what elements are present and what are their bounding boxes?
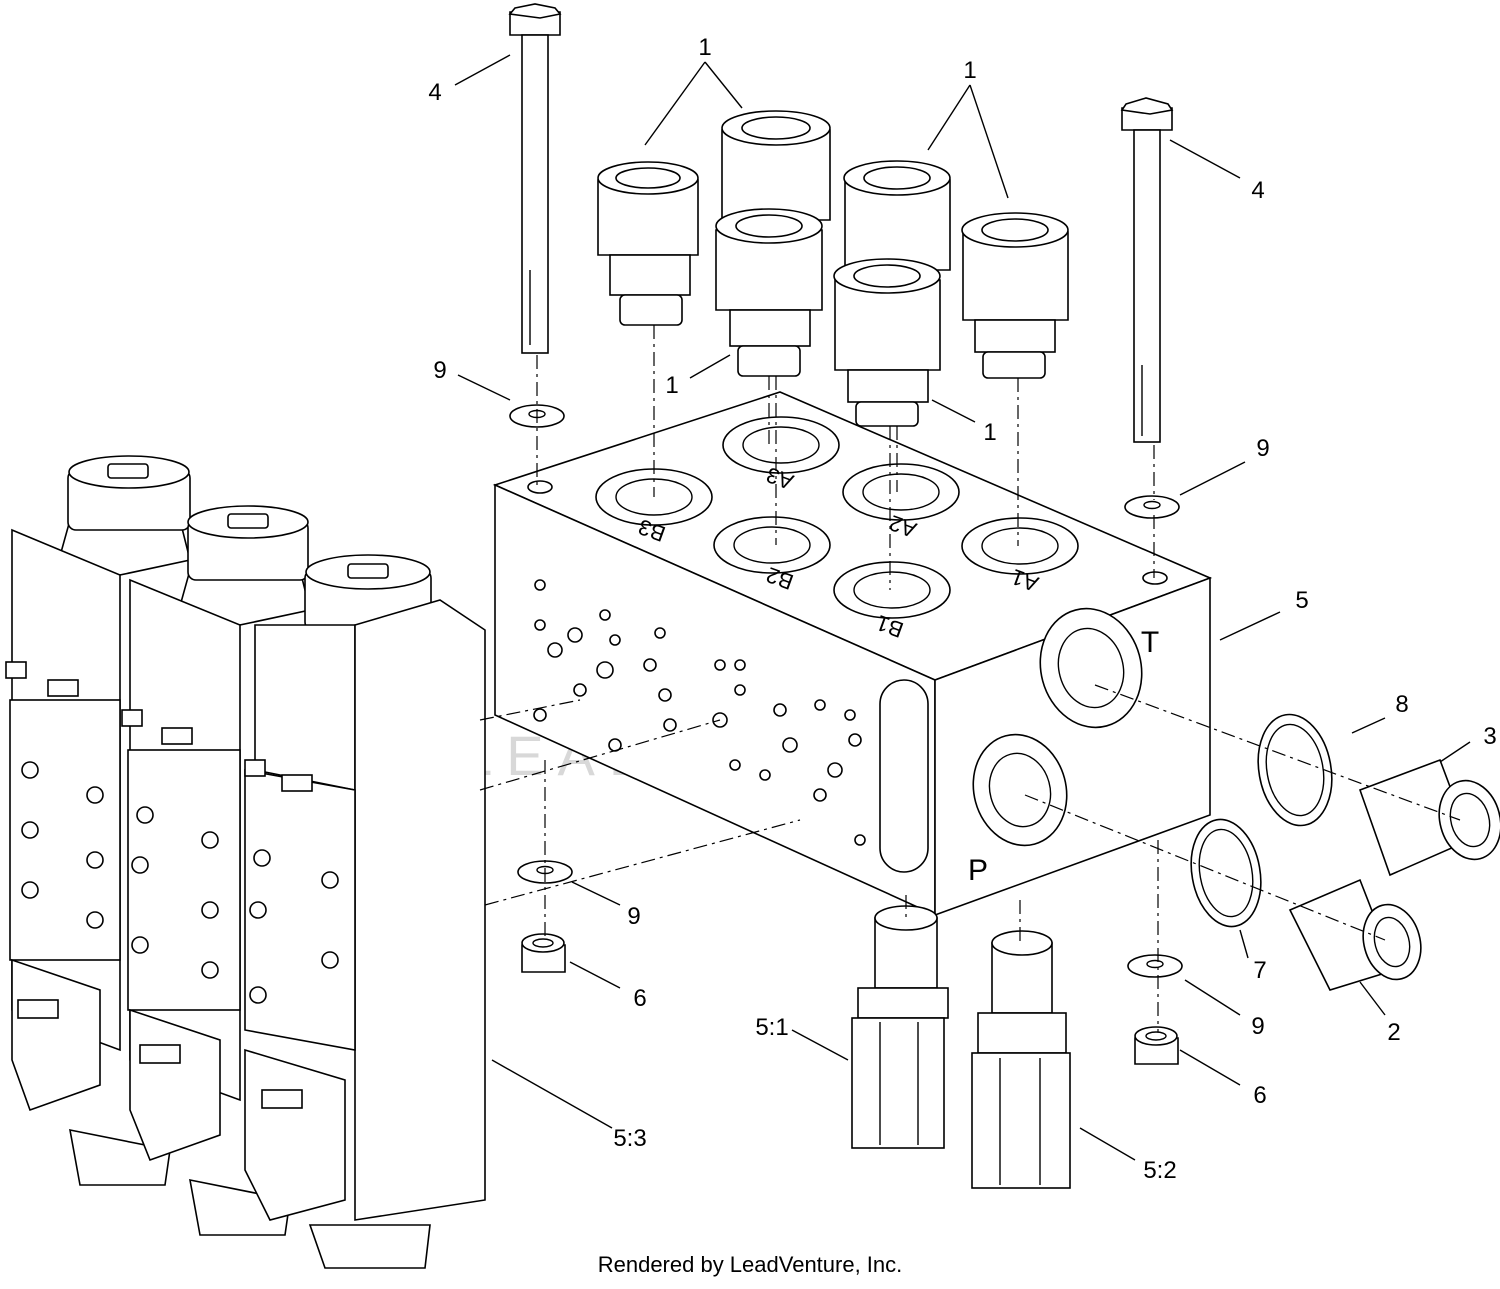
callout-1-mid-left: 1 [665, 372, 678, 399]
callout-2: 2 [1387, 1019, 1400, 1046]
solenoid-middle [121, 505, 311, 1236]
fitting-a3 [721, 110, 831, 221]
o-ring-8 [1257, 713, 1333, 827]
manifold-block [492, 391, 1213, 917]
callout-5-2: 5:2 [1143, 1157, 1176, 1184]
callout-9-top-left: 9 [433, 357, 446, 384]
cartridge-5-2 [971, 930, 1071, 1189]
callout-6-left: 6 [633, 985, 646, 1012]
callout-1-mid-right: 1 [983, 419, 996, 446]
washer-top-right [1124, 495, 1180, 519]
callout-4-left: 4 [428, 79, 441, 106]
callout-7: 7 [1253, 957, 1266, 984]
nut-right [1134, 1026, 1179, 1065]
callout-3: 3 [1483, 723, 1496, 750]
solenoid-valve-stack [5, 455, 486, 1269]
assembly-centerlines [479, 325, 1461, 1032]
fitting-b1 [833, 258, 941, 427]
port-label-t: T [1141, 626, 1159, 659]
fitting-a2 [843, 160, 951, 271]
fitting-3 [1358, 758, 1500, 877]
bolt-left [508, 3, 562, 354]
callout-6-right: 6 [1253, 1082, 1266, 1109]
port-label-p: P [968, 854, 988, 887]
bolt-right [1120, 97, 1174, 443]
callout-labels: 1 1 1 1 4 4 9 9 5 8 3 9 6 7 2 9 6 5:1 5:… [428, 34, 1496, 1184]
o-ring-7 [1190, 818, 1262, 928]
callout-9-bottom-right: 9 [1251, 1013, 1264, 1040]
nut-left [521, 933, 566, 973]
solenoid-front [244, 554, 486, 1269]
fitting-b2 [715, 208, 823, 377]
fitting-2 [1288, 878, 1422, 991]
leader-lines [454, 54, 1471, 1161]
footer-credit: Rendered by LeadVenture, Inc. [597, 1252, 903, 1277]
callout-9-top-right: 9 [1256, 435, 1269, 462]
washer-bottom-right [1127, 954, 1183, 978]
callout-9-bottom-left: 9 [627, 903, 640, 930]
callout-1-top-right: 1 [963, 57, 976, 84]
callout-8: 8 [1395, 691, 1408, 718]
fitting-b3 [597, 161, 699, 326]
fitting-a1 [961, 212, 1069, 379]
callout-1-top-left: 1 [698, 34, 711, 61]
solenoid-rear [5, 455, 191, 1186]
callout-4-right: 4 [1251, 177, 1264, 204]
callout-5-1: 5:1 [755, 1014, 788, 1041]
callout-5: 5 [1295, 587, 1308, 614]
callout-5-3: 5:3 [613, 1125, 646, 1152]
cartridge-5-1 [851, 905, 949, 1149]
